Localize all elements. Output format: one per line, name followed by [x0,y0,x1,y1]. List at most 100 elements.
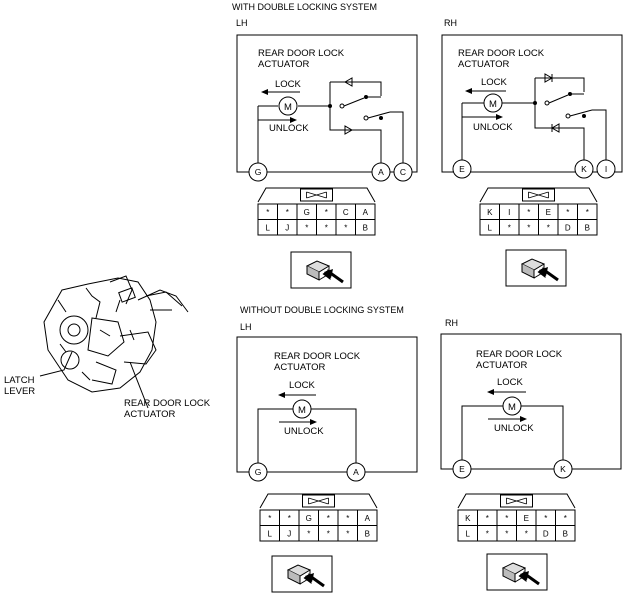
connector-pin-label: A [363,208,369,217]
actuator-housing-box [440,333,622,470]
panel-side-label: LH [240,322,252,332]
connector-pin-label: J [287,529,291,538]
connector-pin-label: * [268,514,271,523]
connector-pin-label: * [346,529,349,538]
connector-cell [577,219,598,236]
connector-pin-label: I [508,208,510,217]
lock-label: LOCK [497,377,524,388]
connector-pin-label: * [527,208,530,217]
connector-pin-label: A [365,514,371,523]
actuator-callout-label-2: ACTUATOR [124,409,176,420]
connector-pin-label: * [527,223,530,232]
terminal-e: E [459,464,465,474]
actuator-title: REAR DOOR LOCK [258,48,345,59]
connector-pin-label: * [325,223,328,232]
connector-pin-label: L [488,223,493,232]
terminal-k: K [560,464,566,474]
actuator-title-2: ACTUATOR [274,362,326,373]
connector-pin-label: G [306,514,312,523]
connector-pin-label: * [566,208,569,217]
connector-pin-label: * [564,514,567,523]
connector-pin-label: J [285,223,289,232]
connector-view-arrow-icon [290,251,352,289]
terminal-c: C [400,167,406,177]
connector-pin-label: * [486,514,489,523]
connector-pin-label: E [546,208,551,217]
connector-pin-label: * [327,514,330,523]
connector-pin-label: * [305,223,308,232]
actuator-housing-box [236,34,418,173]
actuator-housing-box [236,336,418,473]
unlock-label: UNLOCK [473,122,513,133]
motor-label: M [298,405,306,416]
connector-pin-label: * [307,529,310,538]
connector-pin-label: * [266,208,269,217]
connector-pin-label: B [585,223,590,232]
actuator-title-2: ACTUATOR [458,59,510,70]
unlock-label: UNLOCK [269,123,309,134]
motor-symbol [502,396,522,416]
motor-label: M [284,102,292,113]
connector-pin-label: * [547,223,550,232]
connector-pin-label: K [465,514,471,523]
connector-pin-label: * [344,223,347,232]
panel-rh-single-locking: RH REAR DOOR LOCK ACTUATOR LOCK M UNLOCK… [440,318,622,479]
connector-view-arrow-icon [505,249,567,287]
connector-pin-label: L [266,223,271,232]
connector-pin-label: * [525,529,528,538]
actuator-title: REAR DOOR LOCK [476,349,563,360]
lock-label: LOCK [289,380,316,391]
actuator-title-2: ACTUATOR [476,360,528,371]
connector-pin-label: B [365,529,370,538]
motor-label: M [508,402,516,413]
connector-view-arrow-icon [271,555,333,593]
connector-pin-label: * [288,514,291,523]
motor-label: M [489,99,497,110]
connector-pin-label: D [565,223,571,232]
connector-pin-label: * [325,208,328,217]
actuator-callout-label: REAR DOOR LOCK [124,398,211,409]
motor-symbol [278,96,298,116]
terminal-i: I [605,164,607,174]
terminal-g: G [255,167,262,177]
terminal-e: E [459,164,465,174]
connector-pin-label: * [508,223,511,232]
terminal-a: A [378,167,384,177]
connector-cell [357,525,378,542]
latch-lever-label-2: LEVER [4,386,35,397]
connector-pin-label: B [563,529,568,538]
connector-pin-label: C [343,208,349,217]
connector-pin-label: * [586,208,589,217]
panel-side-label: LH [236,18,248,28]
lock-label: LOCK [481,77,508,88]
panel-side-label: RH [444,18,457,28]
connector-pin-label: * [486,529,489,538]
panel-lh-single-locking: LH REAR DOOR LOCK ACTUATOR LOCK M UNLOCK… [236,322,418,482]
actuator-title: REAR DOOR LOCK [274,351,361,362]
motor-symbol [483,93,503,113]
connector-pin-label: * [544,514,547,523]
connector-pin-label: * [346,514,349,523]
panel-lh-double-locking: LH REAR DOOR LOCK ACTUATOR LOCK M UNLOCK… [236,18,418,182]
terminal-a: A [353,467,359,477]
connector-cell [355,219,376,236]
actuator-housing-box [441,34,623,173]
connector-pin-label: * [327,529,330,538]
connector-view-arrow-icon [486,553,548,591]
terminal-g: G [255,467,262,477]
unlock-label: UNLOCK [284,426,324,437]
motor-symbol [292,399,312,419]
connector-pin-label: B [363,223,368,232]
connector-pin-label: G [304,208,310,217]
connector-pin-label: * [505,514,508,523]
connector-pin-label: * [505,529,508,538]
door-latch-assembly-illustration [39,275,189,409]
actuator-title-2: ACTUATOR [258,59,310,70]
panel-rh-double-locking: RH REAR DOOR LOCK ACTUATOR LOCK M UNLOCK… [441,18,623,179]
section-title-without-double-locking: WITHOUT DOUBLE LOCKING SYSTEM [240,305,404,315]
latch-lever-label: LATCH [4,375,35,386]
connector-pin-label: E [524,514,529,523]
connector-pin-label: D [543,529,549,538]
